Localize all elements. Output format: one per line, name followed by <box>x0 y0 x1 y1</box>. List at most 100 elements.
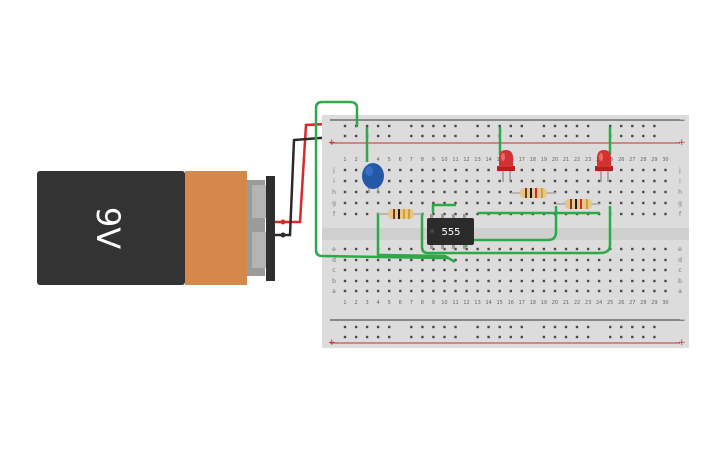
rail-hole[interactable] <box>642 124 645 128</box>
rail-hole[interactable] <box>542 335 546 339</box>
terminal-hole[interactable] <box>642 190 645 194</box>
terminal-hole[interactable] <box>631 179 634 183</box>
rail-hole[interactable] <box>388 134 391 138</box>
terminal-hole[interactable] <box>620 247 623 251</box>
terminal-hole[interactable] <box>354 289 358 293</box>
terminal-hole[interactable] <box>575 247 579 251</box>
terminal-hole[interactable] <box>376 258 380 262</box>
terminal-hole[interactable] <box>343 279 347 283</box>
terminal-hole[interactable] <box>343 289 347 293</box>
terminal-hole[interactable] <box>631 289 634 293</box>
ic-555[interactable]: 555 <box>427 214 474 249</box>
rail-hole[interactable] <box>376 325 380 329</box>
terminal-hole[interactable] <box>465 190 468 194</box>
terminal-hole[interactable] <box>354 258 358 262</box>
terminal-hole[interactable] <box>343 247 347 251</box>
terminal-hole[interactable] <box>376 279 380 283</box>
rail-hole[interactable] <box>509 134 512 138</box>
terminal-hole[interactable] <box>443 258 446 262</box>
terminal-hole[interactable] <box>553 289 557 293</box>
rail-hole[interactable] <box>520 335 523 339</box>
rail-hole[interactable] <box>365 325 369 329</box>
terminal-hole[interactable] <box>354 179 358 183</box>
terminal-hole[interactable] <box>631 268 634 272</box>
terminal-hole[interactable] <box>542 168 546 172</box>
rail-hole[interactable] <box>520 124 523 128</box>
rail-hole[interactable] <box>620 134 623 138</box>
rail-hole[interactable] <box>410 325 413 329</box>
terminal-hole[interactable] <box>465 212 468 216</box>
terminal-hole[interactable] <box>498 179 501 183</box>
terminal-hole[interactable] <box>465 201 468 205</box>
rail-hole[interactable] <box>631 335 634 339</box>
terminal-hole[interactable] <box>564 168 568 172</box>
rail-hole[interactable] <box>498 124 501 128</box>
terminal-hole[interactable] <box>432 247 435 251</box>
rail-hole[interactable] <box>542 124 546 128</box>
terminal-hole[interactable] <box>597 247 601 251</box>
terminal-hole[interactable] <box>388 247 391 251</box>
terminal-hole[interactable] <box>586 258 590 262</box>
terminal-hole[interactable] <box>609 179 612 183</box>
terminal-hole[interactable] <box>631 247 634 251</box>
rail-hole[interactable] <box>376 134 380 138</box>
terminal-hole[interactable] <box>432 289 435 293</box>
terminal-hole[interactable] <box>421 258 424 262</box>
terminal-hole[interactable] <box>553 258 557 262</box>
terminal-hole[interactable] <box>620 179 623 183</box>
breadboard-holes[interactable] <box>343 124 667 339</box>
terminal-hole[interactable] <box>365 212 369 216</box>
terminal-hole[interactable] <box>609 190 612 194</box>
rail-hole[interactable] <box>388 335 391 339</box>
terminal-hole[interactable] <box>664 190 667 194</box>
rail-hole[interactable] <box>653 335 656 339</box>
terminal-hole[interactable] <box>498 190 501 194</box>
terminal-hole[interactable] <box>454 258 457 262</box>
battery-9v[interactable]: 9V <box>37 171 275 285</box>
terminal-hole[interactable] <box>410 268 413 272</box>
rail-hole[interactable] <box>575 325 579 329</box>
terminal-hole[interactable] <box>498 247 501 251</box>
terminal-hole[interactable] <box>586 289 590 293</box>
rail-hole[interactable] <box>653 325 656 329</box>
rail-hole[interactable] <box>476 325 479 329</box>
terminal-hole[interactable] <box>586 279 590 283</box>
terminal-hole[interactable] <box>476 279 479 283</box>
terminal-hole[interactable] <box>620 258 623 262</box>
rail-hole[interactable] <box>586 124 590 128</box>
terminal-hole[interactable] <box>354 247 358 251</box>
terminal-hole[interactable] <box>421 279 424 283</box>
terminal-hole[interactable] <box>531 247 534 251</box>
terminal-hole[interactable] <box>553 168 557 172</box>
terminal-hole[interactable] <box>531 168 534 172</box>
terminal-hole[interactable] <box>465 247 468 251</box>
terminal-hole[interactable] <box>399 201 402 205</box>
terminal-hole[interactable] <box>553 190 557 194</box>
rail-hole[interactable] <box>575 335 579 339</box>
terminal-hole[interactable] <box>399 190 402 194</box>
rail-hole[interactable] <box>586 325 590 329</box>
terminal-hole[interactable] <box>575 190 579 194</box>
terminal-hole[interactable] <box>642 201 645 205</box>
terminal-hole[interactable] <box>443 247 446 251</box>
terminal-hole[interactable] <box>542 289 546 293</box>
terminal-hole[interactable] <box>487 258 490 262</box>
terminal-hole[interactable] <box>498 279 501 283</box>
terminal-hole[interactable] <box>476 179 479 183</box>
terminal-hole[interactable] <box>354 212 358 216</box>
terminal-hole[interactable] <box>597 258 601 262</box>
terminal-hole[interactable] <box>564 190 568 194</box>
terminal-hole[interactable] <box>421 179 424 183</box>
terminal-hole[interactable] <box>664 268 667 272</box>
terminal-hole[interactable] <box>553 247 557 251</box>
terminal-hole[interactable] <box>487 168 490 172</box>
rail-hole[interactable] <box>609 335 612 339</box>
terminal-hole[interactable] <box>454 279 457 283</box>
terminal-hole[interactable] <box>432 201 435 205</box>
rail-hole[interactable] <box>509 335 512 339</box>
terminal-hole[interactable] <box>498 268 501 272</box>
terminal-hole[interactable] <box>443 289 446 293</box>
led-red-2[interactable] <box>595 150 613 182</box>
terminal-hole[interactable] <box>343 201 347 205</box>
terminal-hole[interactable] <box>388 201 391 205</box>
